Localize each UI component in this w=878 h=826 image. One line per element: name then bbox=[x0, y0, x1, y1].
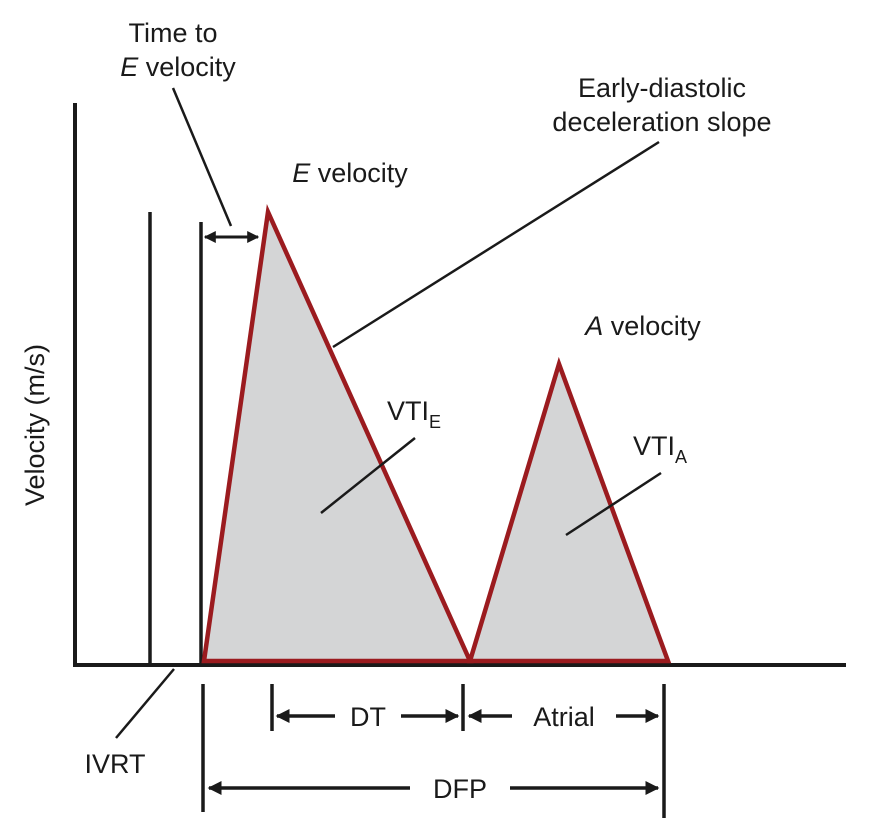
vti-e-leader bbox=[320, 437, 416, 514]
a-velocity-label: A velocity bbox=[583, 311, 701, 341]
time-to-e-leader bbox=[171, 87, 233, 227]
early-diastolic-label-line1: Early-diastolic bbox=[578, 73, 746, 103]
time-to-e-label-line1: Time to bbox=[128, 18, 217, 48]
slope-leader bbox=[332, 140, 660, 349]
early-diastolic-label-line2: deceleration slope bbox=[552, 107, 771, 137]
vti-a-label: VTIA bbox=[633, 431, 687, 467]
atrial-label: Atrial bbox=[533, 702, 595, 732]
a-wave bbox=[466, 356, 672, 664]
e-wave bbox=[201, 203, 474, 664]
y-axis-label: Velocity (m/s) bbox=[20, 344, 50, 506]
vti-e-label: VTIE bbox=[387, 396, 441, 432]
dfp-label: DFP bbox=[433, 774, 487, 804]
ivrt-leader bbox=[115, 668, 175, 739]
ivrt-label: IVRT bbox=[84, 749, 145, 779]
vti-a-leader bbox=[565, 471, 662, 537]
dt-label: DT bbox=[350, 702, 386, 732]
e-velocity-label: E velocity bbox=[292, 158, 408, 188]
time-to-e-label-line2: E velocity bbox=[120, 52, 236, 82]
